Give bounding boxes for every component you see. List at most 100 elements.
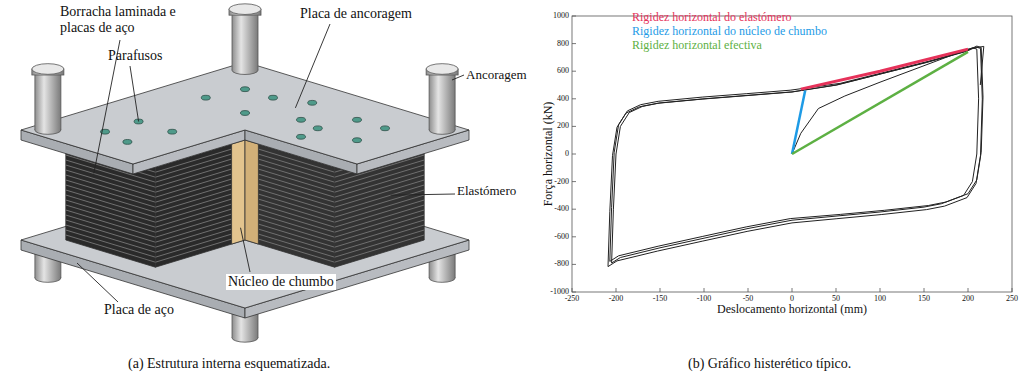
tick-label: 250 [1006, 294, 1018, 303]
rubber-layer [155, 239, 231, 262]
rubber-layer [155, 209, 231, 232]
tick [572, 98, 576, 99]
rubber-layer [155, 229, 231, 252]
bolt-head [313, 126, 322, 131]
rubber-layer [258, 214, 334, 237]
rubber-layer [335, 235, 425, 262]
rubber-layer [155, 164, 231, 187]
rubber-layer [258, 189, 334, 212]
lead-core [245, 140, 258, 244]
rubber-layer [258, 209, 334, 232]
tick [572, 236, 576, 237]
part-label: Núcleo de chumbo [226, 274, 336, 290]
tick [704, 288, 705, 292]
rubber-layer [258, 219, 334, 242]
tick-label: 0 [565, 149, 569, 158]
tick [572, 264, 576, 265]
lead-core [232, 140, 245, 244]
rubber-layer [155, 194, 231, 217]
tick [748, 288, 749, 292]
anchor-cap-top [229, 4, 261, 15]
anchor-cap-top [32, 64, 64, 75]
rubber-layer [155, 224, 231, 247]
effective-stiffness-line [792, 52, 968, 154]
hysteresis-loop [608, 47, 982, 267]
anchor-bolt [426, 64, 458, 135]
tick-label: 100 [874, 294, 886, 303]
rubber-layer [258, 179, 334, 202]
bolt-head [123, 140, 132, 145]
axis-title: Força horizontal (kN) [542, 102, 556, 207]
tick-label: -200 [609, 294, 624, 303]
tick [660, 288, 661, 292]
tick [572, 43, 576, 44]
anchor-plate-top [21, 62, 469, 164]
leader-line [295, 24, 330, 108]
tick-label: -250 [565, 294, 580, 303]
tick-label: -400 [554, 205, 569, 214]
rubber-layer [258, 229, 334, 252]
tick [572, 288, 573, 292]
axis-title: Deslocamento horizontal (mm) [717, 303, 867, 317]
rubber-layer [258, 234, 334, 257]
rubber-layer [155, 174, 231, 197]
rubber-layer [155, 204, 231, 227]
tick-label: 200 [557, 122, 569, 131]
tick-label: 400 [557, 94, 569, 103]
rubber-layer [155, 219, 231, 242]
part-label: Parafusos [108, 48, 162, 64]
tick-label: 600 [557, 67, 569, 76]
tick-label: 50 [832, 294, 840, 303]
tick-label: 200 [962, 294, 974, 303]
bolt-head [201, 95, 210, 100]
rubber-layer [66, 230, 156, 257]
anchor-edge [429, 75, 430, 130]
part-label: Borracha laminada e placas de aço [60, 4, 180, 36]
anchor-cap-top [426, 64, 458, 75]
tick-label: -800 [554, 260, 569, 269]
bolt-head [269, 95, 278, 100]
rubber-layer [258, 184, 334, 207]
tick [616, 288, 617, 292]
anchor-body [35, 75, 61, 130]
tick-label: 800 [557, 39, 569, 48]
bolt-head [168, 129, 177, 134]
leader-line [77, 263, 118, 302]
tick [572, 71, 576, 72]
initial-curve [792, 46, 984, 154]
legend-entry: Rigidez horizontal do elastómero [632, 11, 792, 25]
tick-label: -100 [697, 294, 712, 303]
hysteresis-loop [612, 48, 979, 263]
tick [1012, 288, 1013, 292]
leader-line [241, 228, 250, 272]
part-label: Ancoragem [466, 68, 527, 83]
rubber-layer [155, 184, 231, 207]
anchor-edge [232, 15, 233, 70]
caption: (b) Gráfico histerético típico. [688, 356, 851, 372]
tick [836, 288, 837, 292]
tick [572, 126, 576, 127]
part-label: Elastómero [457, 184, 516, 199]
bolt-head [241, 111, 250, 116]
rubber-layer [155, 234, 231, 257]
anchor-edge [258, 15, 259, 70]
lead-core-stiffness-line [792, 91, 805, 155]
legend-entry: Rigidez horizontal efectiva [632, 39, 762, 53]
anchor-bolt [229, 4, 261, 75]
tick [572, 154, 576, 155]
anchor-body [429, 75, 455, 130]
elastomer-stiffness-line [801, 49, 968, 89]
hysteresis-loop [610, 46, 983, 261]
tick [792, 288, 793, 292]
leader-line [452, 75, 464, 80]
bolt-head [381, 126, 390, 131]
rubber-layer [155, 179, 231, 202]
rubber-layer [258, 194, 334, 217]
rubber-layer [258, 204, 334, 227]
rubber-layer [66, 235, 156, 262]
rubber-layer [155, 189, 231, 212]
anchor-edge [34, 75, 35, 130]
plot-frame [572, 16, 1012, 292]
anchor-edge [455, 75, 456, 130]
rubber-layer [335, 230, 425, 257]
